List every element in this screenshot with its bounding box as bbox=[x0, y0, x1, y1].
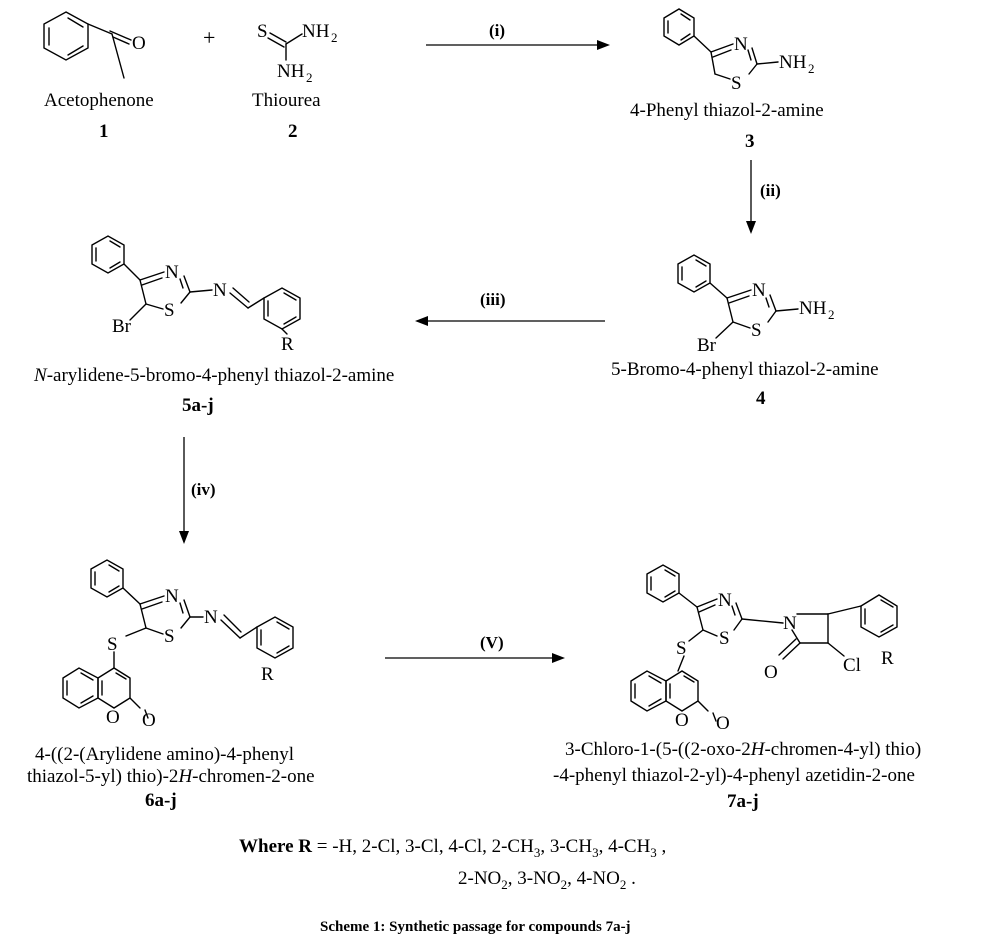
atom-nitrogen: N bbox=[165, 262, 179, 283]
compound-2-number: 2 bbox=[288, 121, 298, 142]
compound-5-number: 5a-j bbox=[182, 395, 214, 416]
atom-nh: NH bbox=[277, 61, 305, 82]
atom-nitrogen: N bbox=[165, 586, 179, 607]
substituent-list-line1: Where R = -H, 2-Cl, 3-Cl, 4-Cl, 2-CH3, 3… bbox=[239, 836, 666, 860]
atom-nitrogen: N bbox=[734, 34, 748, 55]
atom-sulfur: S bbox=[164, 300, 175, 321]
atom-nitrogen: N bbox=[204, 607, 218, 628]
compound-4-number: 4 bbox=[756, 388, 766, 409]
compound-7-name-line2: -4-phenyl thiazol-2-yl)-4-phenyl azetidi… bbox=[553, 765, 915, 786]
atom-r-group: R bbox=[881, 648, 894, 669]
step-iv-label: (iv) bbox=[191, 480, 216, 499]
compound-1-number: 1 bbox=[99, 121, 109, 142]
subscript: 2 bbox=[828, 307, 835, 322]
thiourea-structure: S NH 2 NH 2 bbox=[257, 21, 338, 85]
atom-r-group: R bbox=[261, 664, 274, 685]
compound-7-name-line1: 3-Chloro-1-(5-((2-oxo-2H-chromen-4-yl) t… bbox=[565, 739, 921, 760]
substituent-list-line2: 2-NO2, 3-NO2, 4-NO2 . bbox=[458, 868, 636, 892]
atom-sulfur: S bbox=[731, 73, 742, 94]
arrow-step-ii bbox=[746, 160, 756, 234]
atom-nitrogen: N bbox=[213, 280, 227, 301]
subscript: 2 bbox=[808, 61, 815, 76]
arrow-step-i bbox=[426, 40, 610, 50]
arrow-step-iii bbox=[415, 316, 605, 326]
subscript: 2 bbox=[306, 70, 313, 85]
atom-oxygen: O bbox=[142, 710, 156, 731]
atom-nh: NH bbox=[779, 52, 807, 73]
acetophenone-label: Acetophenone bbox=[44, 90, 154, 111]
atom-r-group: R bbox=[281, 334, 294, 355]
atom-nh: NH bbox=[302, 21, 330, 42]
atom-oxygen: O bbox=[764, 662, 778, 683]
step-v-label: (V) bbox=[480, 633, 504, 652]
atom-oxygen: O bbox=[106, 707, 120, 728]
compound-3-name: 4-Phenyl thiazol-2-amine bbox=[630, 100, 824, 121]
atom-sulfur: S bbox=[164, 626, 175, 647]
atom-sulfur: S bbox=[751, 320, 762, 341]
compound-6-name-line1: 4-((2-(Arylidene amino)-4-phenyl bbox=[35, 744, 294, 765]
arrow-step-v bbox=[385, 653, 565, 663]
atom-sulfur: S bbox=[719, 628, 730, 649]
atom-oxygen: O bbox=[675, 710, 689, 731]
atom-oxygen: O bbox=[132, 33, 146, 54]
compound-4-structure: N S NH 2 Br bbox=[677, 254, 835, 356]
compound-6-name-line2: thiazol-5-yl) thio)-2H-chromen-2-one bbox=[27, 766, 315, 787]
subscript: 2 bbox=[331, 30, 338, 45]
acetophenone-structure: O bbox=[43, 11, 146, 79]
atom-bromine: Br bbox=[697, 335, 717, 356]
compound-3-number: 3 bbox=[745, 131, 755, 152]
compound-5-name: N-arylidene-5-bromo-4-phenyl thiazol-2-a… bbox=[33, 365, 394, 386]
atom-oxygen: O bbox=[716, 713, 730, 734]
arrow-step-iv bbox=[179, 437, 189, 544]
atom-nitrogen: N bbox=[718, 590, 732, 611]
atom-nitrogen: N bbox=[752, 280, 766, 301]
atom-bromine: Br bbox=[112, 316, 132, 337]
scheme-caption: Scheme 1: Synthetic passage for compound… bbox=[320, 919, 631, 935]
compound-7-structure: N S N S O Cl R O O bbox=[630, 564, 898, 734]
atom-chlorine: Cl bbox=[843, 655, 861, 676]
compound-6-structure: N S N S O O R bbox=[62, 559, 294, 731]
atom-sulfur: S bbox=[257, 21, 268, 42]
step-iii-label: (iii) bbox=[480, 290, 506, 309]
compound-5-structure: N S N Br R bbox=[91, 235, 301, 355]
atom-sulfur: S bbox=[107, 634, 118, 655]
step-ii-label: (ii) bbox=[760, 181, 781, 200]
atom-nh: NH bbox=[799, 298, 827, 319]
plus-sign: + bbox=[203, 25, 215, 50]
atom-nitrogen: N bbox=[783, 613, 797, 634]
compound-4-name: 5-Bromo-4-phenyl thiazol-2-amine bbox=[611, 359, 879, 380]
compound-7-number: 7a-j bbox=[727, 791, 759, 812]
atom-sulfur: S bbox=[676, 638, 687, 659]
compound-3-structure: N S NH 2 bbox=[663, 8, 815, 94]
step-i-label: (i) bbox=[489, 21, 505, 40]
thiourea-label: Thiourea bbox=[252, 90, 321, 111]
compound-6-number: 6a-j bbox=[145, 790, 177, 811]
